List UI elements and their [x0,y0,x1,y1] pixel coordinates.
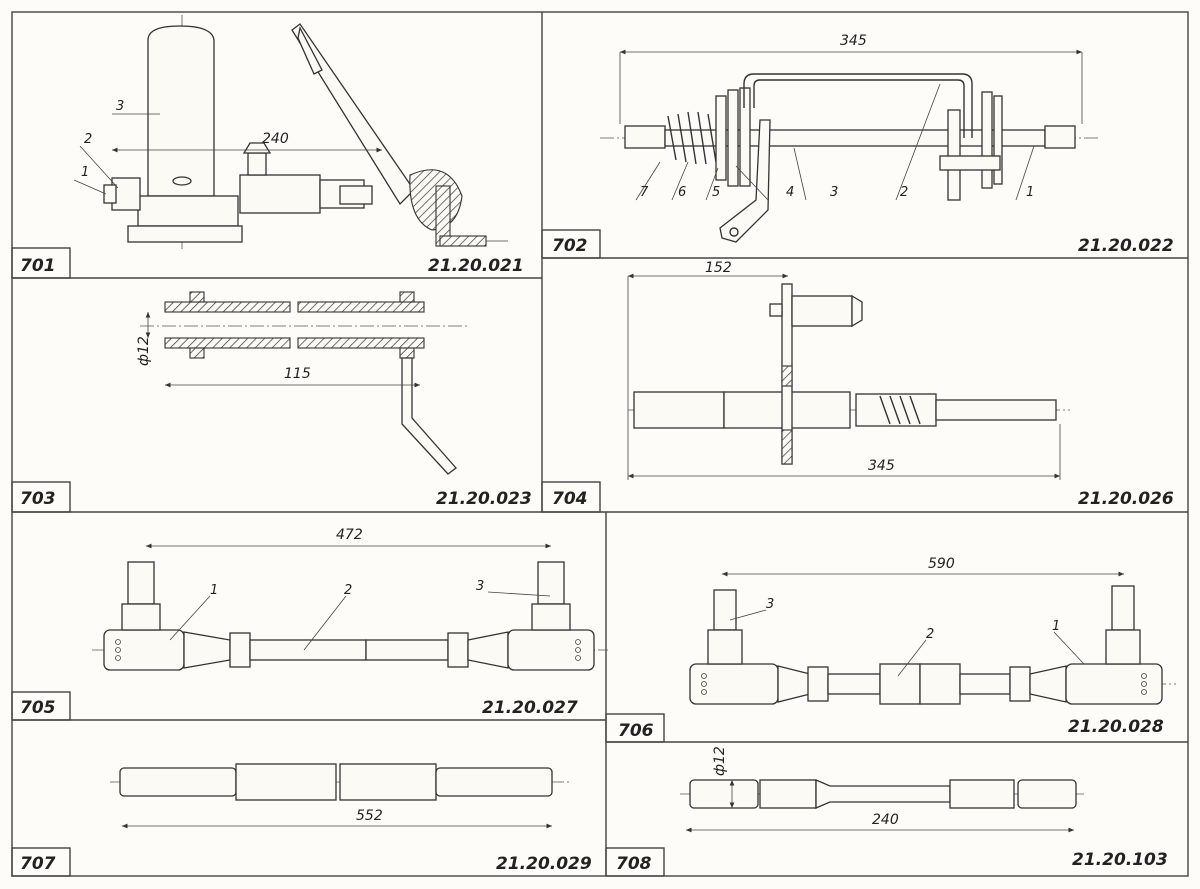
tie-rod-drawing [92,561,608,671]
position-callouts: 3 2 1 [729,597,1085,677]
position-3: 3 [766,597,774,612]
dimension-590: 590 [722,556,1124,577]
threaded-rod-drawing [110,763,570,801]
dimension-152: 152 [627,260,788,480]
dimension-label: 240 [262,131,289,147]
part-code: 21.20.021 [428,256,524,276]
panel-frames [11,11,1189,877]
panel-703: 703 21.20.023 115 ф12 [11,291,532,513]
panel-number: 702 [552,236,588,256]
position-callouts: 1 2 3 [73,99,160,195]
panel-number: 703 [20,489,56,509]
position-2: 2 [344,583,352,598]
dimension-label: 115 [284,366,311,382]
part-code: 21.20.027 [482,698,578,718]
panel-number: 704 [552,489,588,509]
panel-705: 705 21.20.027 472 1 [11,527,608,721]
position-6: 6 [678,185,686,200]
diameter-label: ф12 [712,746,728,776]
part-code: 21.20.029 [496,854,592,874]
diameter-label: ф12 [136,336,152,366]
part-code: 21.20.022 [1078,236,1174,256]
part-code: 21.20.026 [1078,489,1174,509]
dimension-label: 240 [872,812,899,828]
dimension-label: 472 [336,527,363,543]
position-callouts: 1 2 3 [169,579,551,651]
panel-704: 704 21.20.026 152 345 [541,260,1174,513]
panel-707: 707 21.20.029 552 [11,763,592,877]
position-2: 2 [926,627,934,642]
dimension-472: 472 [146,527,551,549]
position-1: 1 [81,165,89,180]
pin-rod-drawing [680,779,1084,809]
dimension-label: 590 [928,556,955,572]
position-1: 1 [210,583,218,598]
panel-708: 708 21.20.103 240 ф12 [605,746,1168,877]
panel-number: 701 [20,256,56,276]
bracket-assembly-drawing [103,15,508,252]
dimension-552: 552 [122,808,552,829]
position-2: 2 [84,132,92,147]
tube-section-drawing [140,291,470,475]
panel-number: 707 [20,854,56,874]
position-1: 1 [1052,619,1060,634]
dimension-label-2: 152 [705,260,732,276]
position-1: 1 [1026,185,1034,200]
position-3: 3 [476,579,484,594]
position-7: 7 [640,185,649,200]
position-3: 3 [830,185,838,200]
part-code: 21.20.103 [1072,850,1168,870]
panel-702: 702 21.20.022 345 [541,33,1174,259]
position-5: 5 [712,185,720,200]
dimension-240: 240 ф12 [686,746,1074,833]
part-code: 21.20.028 [1068,717,1164,737]
position-4: 4 [786,185,794,200]
dimension-label: 345 [868,458,895,474]
position-callouts: 7 6 5 4 3 2 1 [635,83,1035,201]
dimension-345: 345 [619,33,1083,124]
dimension-115: 115 ф12 [136,312,420,388]
panel-701: 701 21.20.021 240 [11,15,524,279]
dimension-345: 345 [628,424,1061,480]
part-code: 21.20.023 [436,489,532,509]
dimension-240: 240 [112,131,382,153]
panel-number: 705 [20,698,56,718]
tie-rod-long-drawing [689,585,1176,705]
panel-706: 706 21.20.028 590 [605,556,1176,743]
panel-number: 706 [618,721,654,741]
position-3: 3 [116,99,124,114]
panel-number: 708 [616,854,652,874]
lever-shaft-drawing [628,283,1070,465]
spring-shaft-drawing [600,73,1098,243]
position-2: 2 [900,185,908,200]
dimension-label: 345 [840,33,867,49]
dimension-label: 552 [356,808,383,824]
